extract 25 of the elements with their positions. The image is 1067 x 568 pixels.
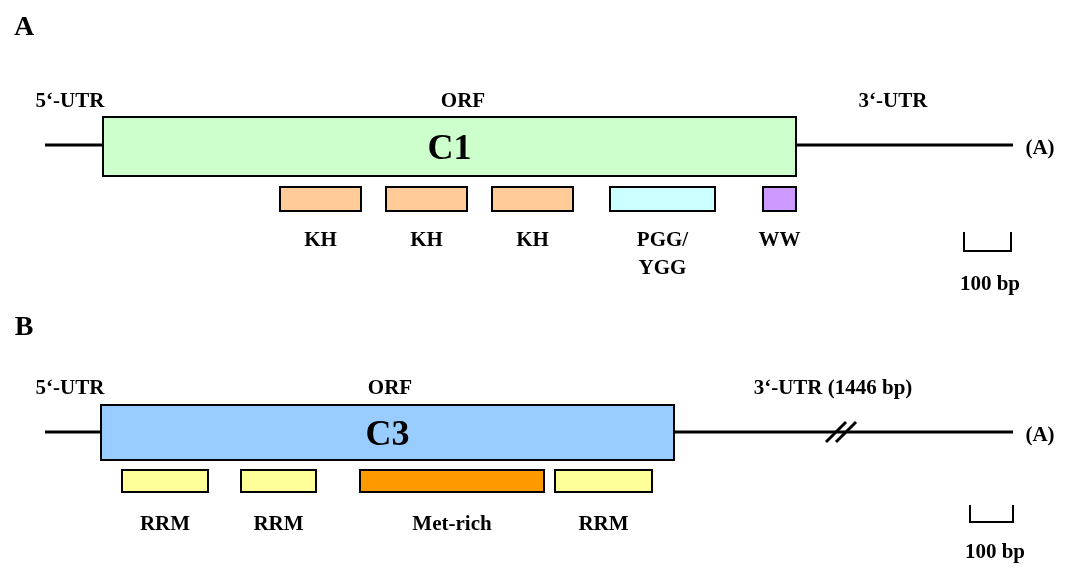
gene-name: C3 bbox=[365, 414, 410, 451]
gene-box bbox=[100, 404, 675, 461]
panel-letter: B bbox=[14, 312, 34, 340]
region-label: ORF bbox=[440, 89, 486, 111]
domain-label: RRM bbox=[253, 510, 304, 537]
domain-label: Met-rich bbox=[412, 510, 492, 537]
gene-name: C1 bbox=[427, 128, 472, 165]
scale-label: 100 bp bbox=[964, 540, 1026, 562]
scale-label: 100 bp bbox=[959, 272, 1021, 294]
region-label: ORF bbox=[367, 376, 413, 398]
domain-label: KH bbox=[410, 226, 443, 253]
gene-box bbox=[102, 116, 797, 177]
region-label: 5‘-UTR bbox=[35, 376, 105, 398]
domain-label: PGG/ YGG bbox=[635, 226, 690, 281]
domain-label: KH bbox=[516, 226, 549, 253]
domain-label: KH bbox=[304, 226, 337, 253]
domain-label: WW bbox=[758, 226, 801, 253]
region-label: 5‘-UTR bbox=[35, 89, 105, 111]
domain-label: RRM bbox=[139, 510, 191, 537]
domain-label: RRM bbox=[578, 510, 629, 537]
polya-label: (A) bbox=[1025, 136, 1055, 158]
region-label: 3‘-UTR bbox=[858, 89, 928, 111]
polya-label: (A) bbox=[1025, 423, 1055, 445]
panel-letter: A bbox=[13, 12, 35, 40]
region-label: 3‘-UTR (1446 bp) bbox=[753, 376, 913, 398]
